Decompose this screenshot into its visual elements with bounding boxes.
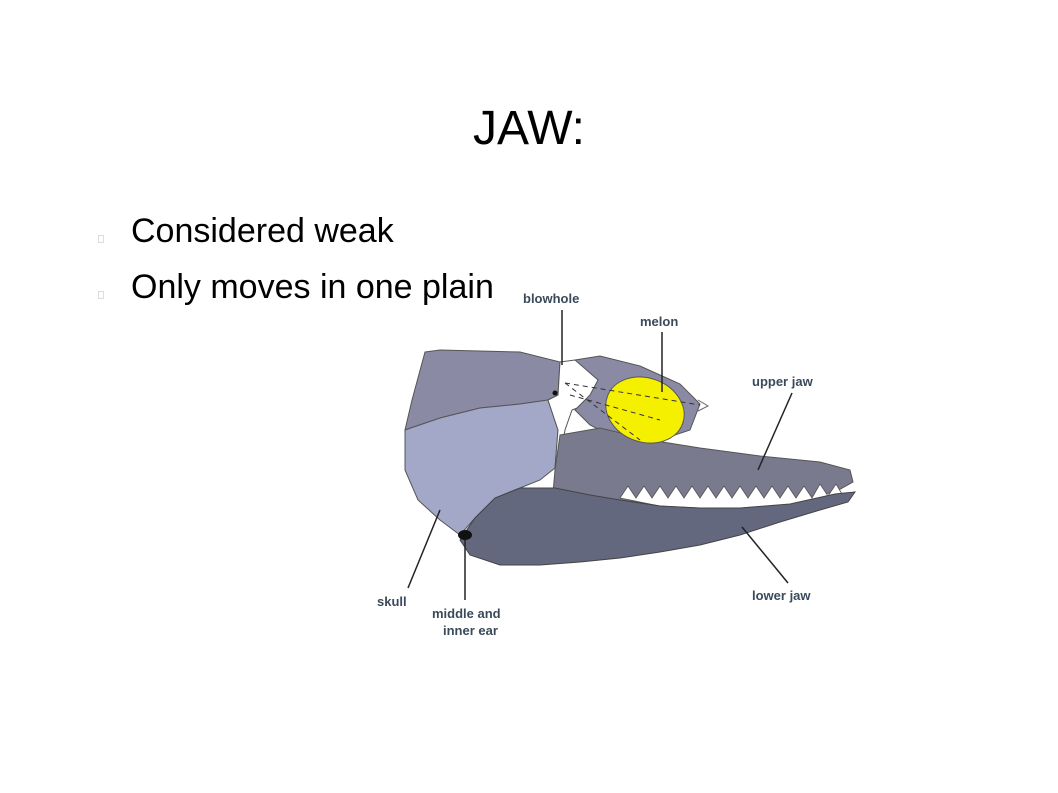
lower-jaw-shape [459, 487, 857, 566]
sound-arrow-icon [697, 399, 710, 412]
bullet-item: Considered weak [95, 210, 531, 252]
melon-label: melon [640, 314, 678, 329]
melon-shape [605, 376, 685, 444]
dolphin-skull-diagram: blowhole melon upper jaw lower jaw skull… [377, 291, 857, 638]
slide-title: JAW: [472, 102, 585, 155]
blowhole-label: blowhole [523, 291, 579, 306]
skull-shape [404, 399, 559, 536]
inner-ear-shape [458, 530, 472, 540]
bullet-item: Only moves in one plain [95, 266, 531, 308]
bullet-marker-icon [98, 291, 104, 299]
bullet-marker-icon [98, 235, 104, 243]
ear-label-line2: inner ear [443, 623, 498, 638]
bullet-text: Considered weak [131, 212, 394, 250]
skull-leader-line [407, 509, 441, 589]
upper-jaw-leader-line [757, 392, 793, 471]
bullet-list: Considered weak Only moves in one plain [95, 210, 531, 322]
lower-jaw-leader-line [741, 526, 789, 584]
ear-label-line1: middle and [432, 606, 501, 621]
lower-jaw-label: lower jaw [752, 588, 811, 603]
sound-path-lines [564, 382, 701, 441]
upper-jaw-label: upper jaw [752, 374, 814, 389]
bullet-text: Only moves in one plain [131, 268, 494, 306]
blowhole-dot-shape [552, 390, 558, 396]
skull-label: skull [377, 594, 407, 609]
